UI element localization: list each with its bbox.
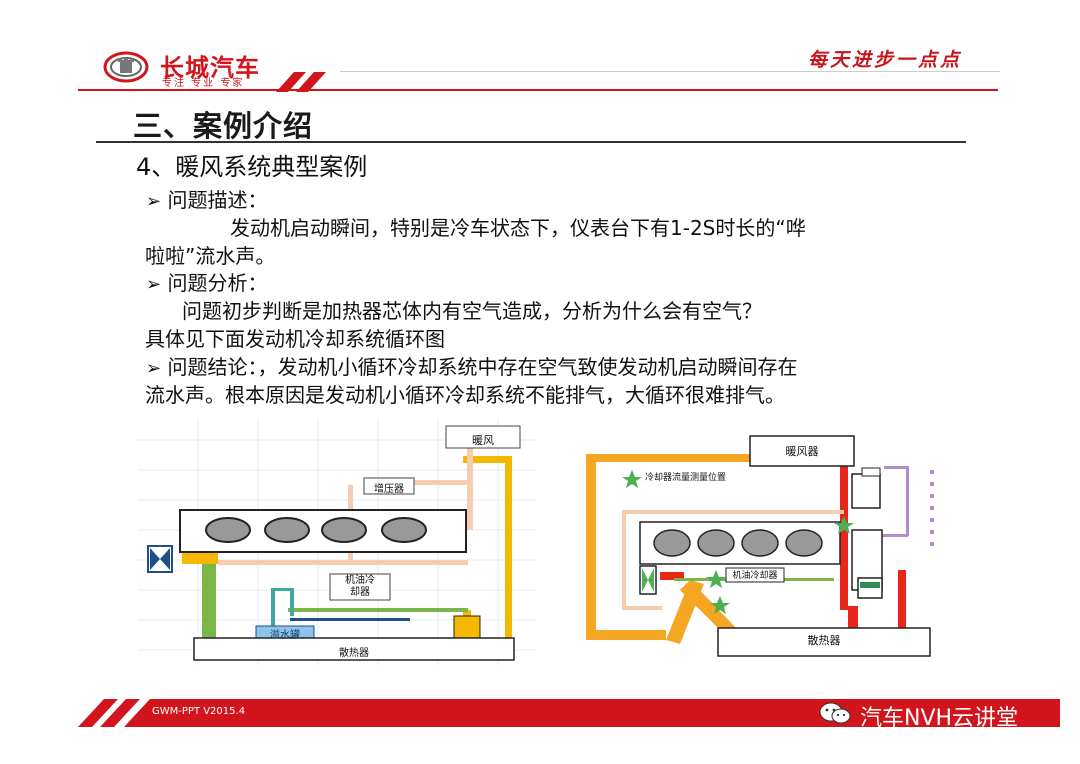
version-label: GWM-PPT V2015.4 — [152, 706, 246, 717]
section-subtitle: 4、暖风系统典型案例 — [136, 153, 368, 181]
analysis-heading: ➢ 问题分析： — [146, 269, 267, 299]
cooling-diagram-right — [580, 430, 945, 662]
arrowhead-bullet-icon: ➢ — [146, 274, 162, 295]
logo-tagline: 专注 专业 专家 — [162, 78, 245, 89]
header-slogan: 每天进步一点点 — [808, 49, 963, 71]
great-wall-logo-icon — [103, 51, 149, 83]
problem-label: 问题描述： — [167, 188, 268, 212]
left-oil-cooler-line-2: 却器 — [350, 587, 370, 598]
header-stripe-icon — [276, 72, 326, 92]
logo-wordmark: 长城汽车 — [160, 54, 260, 82]
left-oil-cooler-label: 机油冷 却器 — [330, 575, 390, 599]
left-oil-cooler-line-1: 机油冷 — [345, 575, 375, 586]
left-turbo-label: 增压器 — [374, 484, 404, 495]
analysis-text-2: 具体见下面发动机冷却系统循环图 — [145, 327, 445, 351]
title-underline — [96, 141, 966, 143]
wechat-icon — [819, 702, 851, 724]
analysis-label: 问题分析： — [167, 271, 268, 295]
problem-heading: ➢ 问题描述： — [146, 186, 267, 216]
right-oil-cooler-label: 机油冷却器 — [732, 571, 778, 581]
left-radiator-label: 散热器 — [339, 648, 369, 659]
right-radiator-label: 散热器 — [807, 634, 841, 647]
right-heater-label: 暖风器 — [785, 445, 819, 458]
page-title: 三、案例介绍 — [133, 109, 314, 143]
conclusion-line-1: ➢ 问题结论：，发动机小循环冷却系统中存在空气致使发动机启动瞬间存在 — [146, 353, 797, 383]
problem-text-1: 发动机启动瞬间，特别是冷车状态下，仪表台下有1-2S时长的“哗 — [230, 216, 806, 240]
left-tank-label: 溢水罐 — [270, 630, 300, 641]
arrowhead-bullet-icon: ➢ — [146, 358, 162, 379]
cooling-diagram-left — [138, 420, 536, 665]
problem-text-2: 啦啦”流水声。 — [145, 244, 276, 268]
brand-watermark: 汽车NVH云讲堂 — [860, 706, 1019, 731]
conclusion-text-2: 流水声。根本原因是发动机小循环冷却系统不能排气，大循环很难排气。 — [145, 383, 785, 407]
header-thin-rule — [340, 71, 1000, 72]
right-flow-point-label: 冷却器流量测量位置 — [645, 473, 727, 483]
arrowhead-bullet-icon: ➢ — [146, 191, 162, 212]
conclusion-label: 问题结论：，发动机小循环冷却系统中存在空气致使发动机启动瞬间存在 — [167, 355, 798, 379]
left-heater-label: 暖风 — [472, 434, 494, 447]
analysis-text-1: 问题初步判断是加热器芯体内有空气造成，分析为什么会有空气？ — [182, 299, 762, 323]
header-rule — [78, 89, 998, 91]
